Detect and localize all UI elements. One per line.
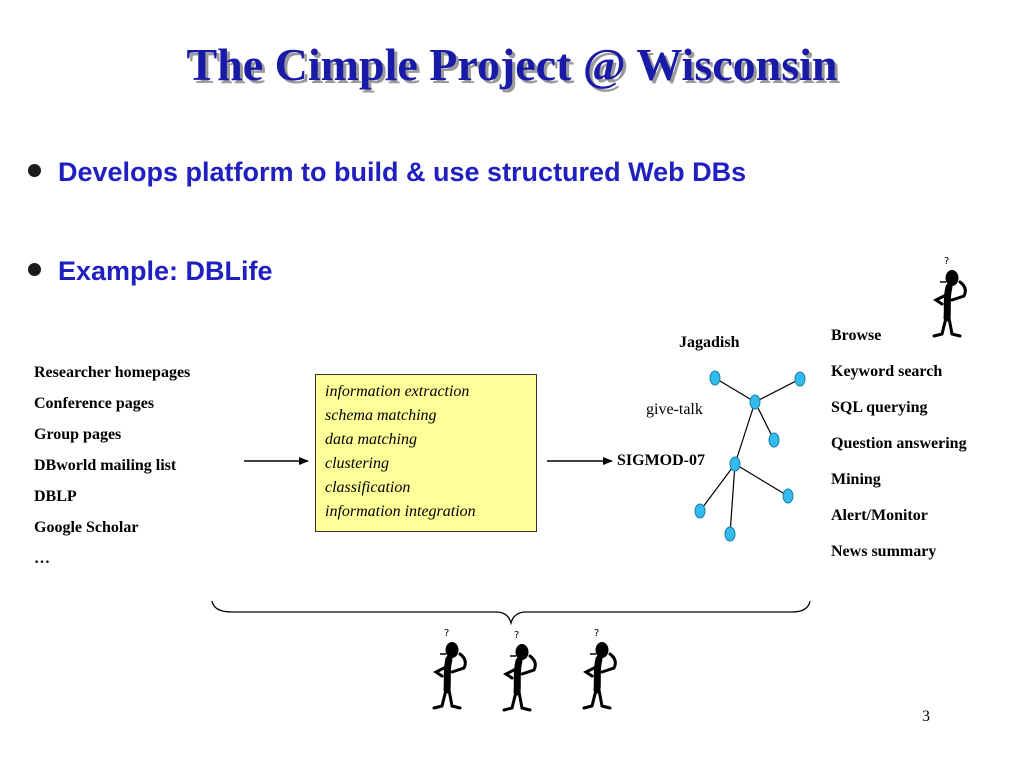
graph-node xyxy=(749,394,761,410)
service-item: Browse xyxy=(831,327,882,344)
service-item: Alert/Monitor xyxy=(831,507,928,524)
task-item: schema matching xyxy=(325,407,437,424)
graph-node xyxy=(694,503,706,519)
service-item: Keyword search xyxy=(831,363,943,380)
graph-node xyxy=(709,370,721,386)
bullet-dot xyxy=(28,164,41,177)
source-item: Group pages xyxy=(34,426,122,443)
graph-node xyxy=(768,432,780,448)
services-list: Browse Keyword search SQL querying Quest… xyxy=(831,324,1001,576)
page-number: 3 xyxy=(922,708,930,725)
node-label-sigmod: SIGMOD-07 xyxy=(617,452,705,469)
service-item: SQL querying xyxy=(831,399,928,416)
source-item: DBworld mailing list xyxy=(34,457,177,474)
task-item: data matching xyxy=(325,431,417,448)
service-item: Question answering xyxy=(831,435,967,452)
source-item: Researcher homepages xyxy=(34,364,191,381)
task-item: classification xyxy=(325,479,411,496)
graph-node xyxy=(724,526,736,542)
bullet-text: Example: DBLife xyxy=(58,256,273,286)
source-item: DBLP xyxy=(34,488,77,505)
thinking-user-icon xyxy=(434,628,465,708)
graph-node xyxy=(729,456,741,472)
bullet-dot xyxy=(28,263,41,276)
source-item: … xyxy=(34,550,50,567)
data-sources-list: Researcher homepages Conference pages Gr… xyxy=(34,362,244,579)
service-item: News summary xyxy=(831,543,937,560)
slide-title: The Cimple Project @ Wisconsin xyxy=(186,39,838,90)
bullet-item: Example: DBLife xyxy=(28,256,273,287)
thinking-user-icon xyxy=(584,628,615,708)
service-item: Mining xyxy=(831,471,881,488)
bullet-text: Develops platform to build & use structu… xyxy=(58,157,747,187)
edge-label-give-talk: give-talk xyxy=(646,401,703,418)
thinking-user-icon xyxy=(934,256,965,336)
task-item: information integration xyxy=(325,503,476,520)
graph-node xyxy=(794,371,806,387)
source-item: Google Scholar xyxy=(34,519,139,536)
entity-graph-edges xyxy=(699,377,801,535)
node-label-jagadish: Jagadish xyxy=(679,334,740,351)
task-item: clustering xyxy=(325,455,389,472)
bullet-item: Develops platform to build & use structu… xyxy=(28,157,746,188)
thinking-user-icon xyxy=(504,630,535,710)
source-item: Conference pages xyxy=(34,395,155,412)
entity-graph-nodes xyxy=(694,370,806,542)
processing-tasks-box: information extraction schema matching d… xyxy=(315,374,537,532)
curly-brace xyxy=(211,600,811,626)
task-item: information extraction xyxy=(325,383,470,400)
graph-node xyxy=(782,488,794,504)
